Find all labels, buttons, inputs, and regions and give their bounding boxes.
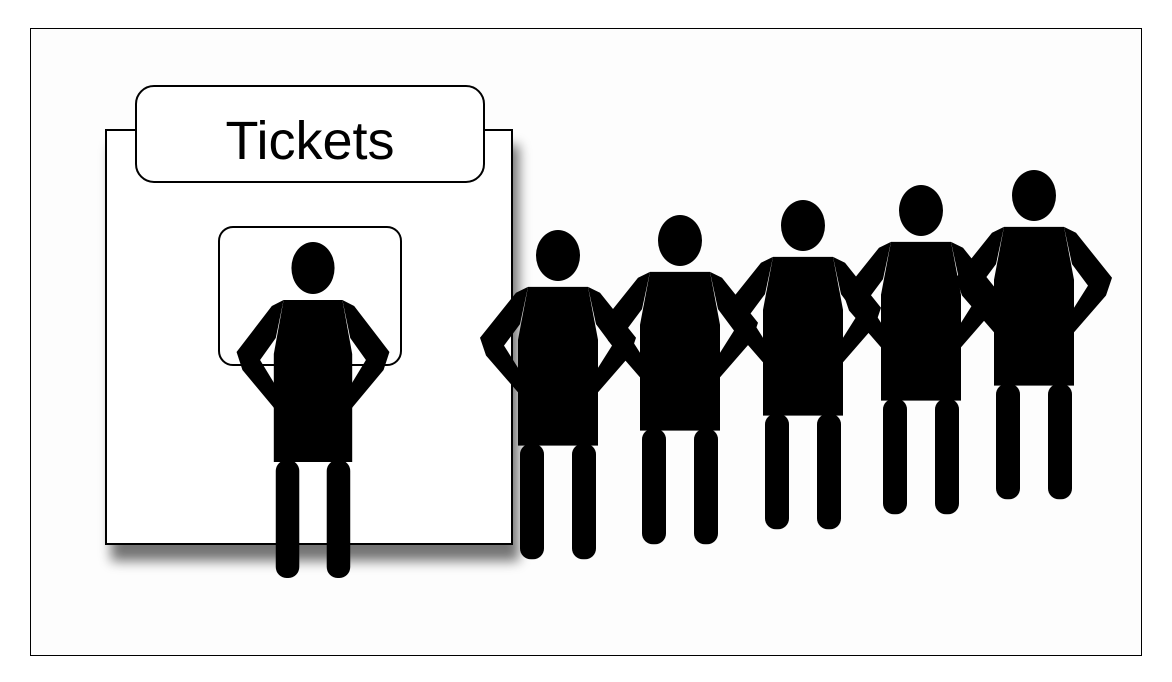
queue [480, 170, 1112, 560]
booth-sign-label: Tickets [225, 111, 394, 171]
booth-sign [135, 85, 485, 183]
queue-person-5 [956, 170, 1112, 500]
ticket-booth: Tickets [105, 85, 513, 545]
queue-person-3 [725, 200, 881, 530]
queue-person-4 [843, 185, 999, 515]
queue-person-2 [602, 215, 758, 545]
